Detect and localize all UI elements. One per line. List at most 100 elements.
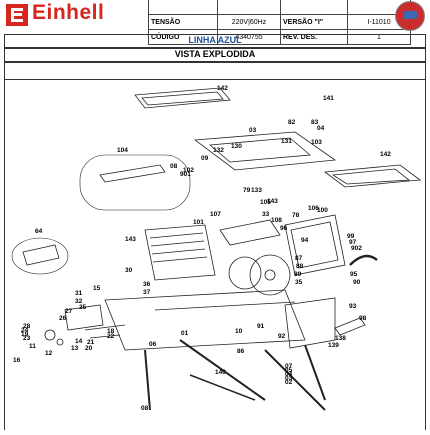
part-callout: 19	[21, 331, 29, 338]
certification-seal-icon	[395, 1, 425, 31]
part-callout: 131	[281, 138, 292, 145]
part-callout: 94	[301, 237, 309, 244]
part-callout: 130	[231, 143, 242, 150]
side-frame	[284, 214, 346, 276]
part-callout: 143	[267, 198, 278, 205]
part-callout: 79	[243, 187, 251, 194]
part-callout: 36	[143, 281, 151, 288]
part-callout: 87	[295, 255, 303, 262]
small-parts	[64, 304, 104, 331]
part-callout: 95	[350, 271, 358, 278]
part-callout: 901	[180, 171, 191, 178]
part-callout: 37	[143, 289, 151, 296]
part-callout: 14	[75, 338, 83, 345]
part-callout: 33	[262, 211, 270, 218]
part-callout: 88	[296, 263, 304, 270]
part-callout: 78	[292, 212, 300, 219]
part-callout: 08	[170, 163, 178, 170]
part-callout: 04	[317, 125, 325, 132]
brand-name: Einhell	[32, 1, 105, 24]
part-callout: 133	[251, 187, 262, 194]
base-frame	[104, 289, 306, 351]
part-callout: 98	[359, 315, 367, 322]
rail-assembly	[99, 164, 166, 183]
part-callout: 86	[237, 348, 245, 355]
part-callout: 07	[285, 363, 293, 370]
line-label: LINHA AZUL	[4, 34, 426, 48]
leg	[264, 349, 326, 411]
part-callout: 90	[353, 279, 361, 286]
part-callout: 64	[35, 228, 43, 235]
part-callout: 83	[311, 119, 319, 126]
extension-plate	[134, 87, 231, 109]
part-callout: 23	[23, 335, 31, 342]
blade-guard	[219, 219, 281, 246]
part-callout: 22	[107, 333, 115, 340]
part-callout: 04	[285, 371, 293, 378]
part-callout: 92	[278, 333, 286, 340]
part-callout: 91	[257, 323, 265, 330]
part-callout: 13	[71, 345, 79, 352]
motor-housing	[144, 224, 216, 281]
part-callout: 142	[380, 151, 391, 158]
part-callout: 16	[13, 357, 21, 364]
part-callout: 103	[311, 139, 322, 146]
part-callout: 143	[125, 236, 136, 243]
part-callout: 28	[23, 323, 31, 330]
part-callout: 21	[87, 339, 95, 346]
part-callout: 100	[317, 207, 328, 214]
handle	[334, 317, 366, 336]
part-callout: 107	[210, 211, 221, 218]
dust-hose	[349, 254, 378, 266]
part-callout: 11	[29, 343, 36, 350]
part-callout: 96	[280, 225, 288, 232]
part-callout: 132	[213, 147, 224, 154]
part-callout: 20	[85, 345, 93, 352]
part-callout: 05	[285, 367, 293, 374]
spec-row: CÓDIGO 4340755 REV. DES. 1	[148, 29, 411, 45]
part-callout: 01	[181, 330, 189, 337]
part-callout: 902	[351, 245, 362, 252]
spec-row	[148, 0, 411, 15]
part-callout: 93	[349, 303, 357, 310]
revision-value: 1	[347, 29, 411, 45]
code-value: 4340755	[217, 29, 281, 45]
einhell-logo-icon	[6, 4, 28, 26]
part-callout: 03	[249, 127, 257, 134]
switch-panel	[284, 297, 336, 349]
part-callout: 03	[285, 375, 293, 382]
part-callout: 105	[260, 199, 271, 206]
voltage-value: 220V|60Hz	[217, 14, 281, 30]
part-callout: 31	[75, 290, 83, 297]
part-callout: 101	[193, 219, 204, 226]
part-callout: 82	[288, 119, 296, 126]
blank-band	[4, 62, 426, 80]
part-callout: 141	[323, 95, 334, 102]
part-callout: 106	[308, 205, 319, 212]
part-callout: 97	[349, 239, 357, 246]
version-label: VERSÃO "I"	[280, 14, 348, 30]
right-extension	[323, 164, 422, 188]
brand-logo: Einhell	[0, 0, 148, 32]
part-callout: 08	[141, 405, 149, 412]
part-callout: 09	[201, 155, 209, 162]
voltage-label: TENSÃO	[148, 14, 218, 30]
part-callout: 102	[183, 167, 194, 174]
part-callout: 108	[271, 217, 282, 224]
part-callout: 27	[65, 308, 73, 315]
part-callout: 140	[215, 369, 226, 376]
part-callout: 32	[75, 298, 83, 305]
part-callout: 10	[235, 328, 243, 335]
view-label: VISTA EXPLODIDA	[4, 48, 426, 62]
part-callout: 12	[45, 350, 53, 357]
leg	[304, 344, 326, 401]
part-callout: 142	[217, 85, 228, 92]
leg	[144, 349, 151, 411]
part-callout: 138	[335, 335, 346, 342]
part-callout: 25	[79, 304, 87, 311]
fence-detail	[11, 237, 69, 275]
table-top	[193, 131, 337, 171]
saw-blade	[249, 254, 291, 296]
